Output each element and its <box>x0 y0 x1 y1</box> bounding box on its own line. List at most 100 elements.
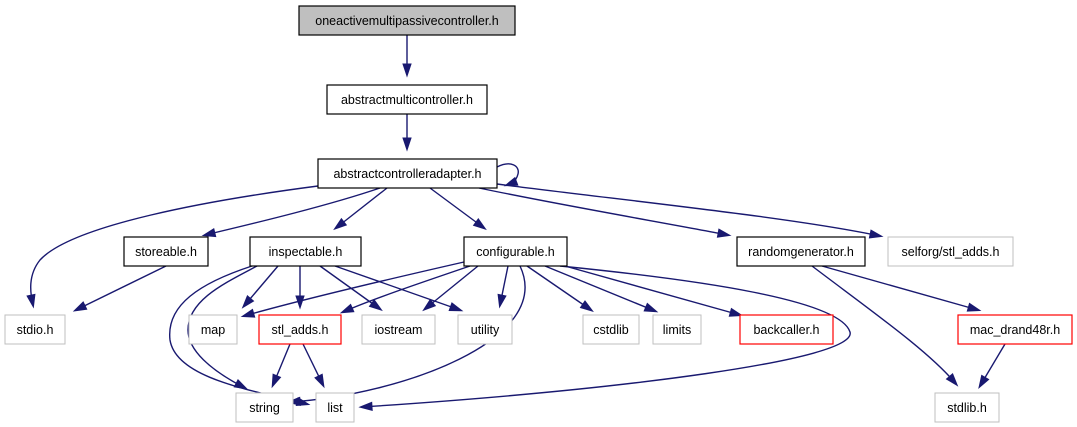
edge-line <box>544 265 656 312</box>
edge-line <box>187 265 258 389</box>
node-label: abstractcontrolleradapter.h <box>333 167 481 181</box>
edge-line <box>342 265 471 313</box>
node-label: inspectable.h <box>269 245 343 259</box>
edge-rand-to-stdlib <box>811 265 959 387</box>
edge-line <box>204 187 381 236</box>
edge-aca-to-stdio <box>26 185 319 309</box>
edge-line <box>429 187 485 229</box>
edge-line <box>526 265 592 311</box>
node-store[interactable]: storeable.h <box>123 236 209 267</box>
node-back[interactable]: backcaller.h <box>739 314 834 345</box>
arrow-head <box>579 300 594 312</box>
node-label: stdio.h <box>17 323 54 337</box>
edge-line <box>478 187 729 236</box>
edge-line <box>75 265 167 311</box>
arrow-head <box>422 298 437 312</box>
node-list: list <box>315 392 355 423</box>
arrow-head <box>241 294 255 309</box>
node-label: cstdlib <box>593 323 628 337</box>
node-box <box>739 314 834 345</box>
edge-conf-to-back <box>564 265 744 317</box>
edge-line <box>30 185 319 306</box>
edge-rand-to-mac <box>821 265 982 312</box>
arrow-head <box>716 228 732 238</box>
arrow-head <box>402 137 412 152</box>
node-label: map <box>201 323 225 337</box>
edge-conf-to-list <box>358 265 851 411</box>
edge-aca-to-rand <box>478 187 732 238</box>
arrow-head <box>472 217 487 231</box>
arrow-head <box>271 373 282 389</box>
node-box <box>887 236 1014 267</box>
edge-line <box>334 265 461 311</box>
node-aca[interactable]: abstractcontrolleradapter.h <box>317 158 498 189</box>
node-label: randomgenerator.h <box>748 245 854 259</box>
node-box <box>957 314 1073 345</box>
edge-insp-to-util <box>334 265 464 312</box>
arrow-head <box>448 302 464 312</box>
node-cstd: cstdlib <box>582 314 640 345</box>
node-box <box>249 236 362 267</box>
node-map: map <box>188 314 238 345</box>
node-stdio: stdio.h <box>4 314 66 345</box>
node-ios: iostream <box>361 314 436 345</box>
node-box <box>582 314 640 345</box>
node-rand[interactable]: randomgenerator.h <box>736 236 866 267</box>
node-lim: limits <box>652 314 702 345</box>
arrow-head <box>201 228 217 238</box>
node-box <box>934 392 1000 423</box>
edges-layer <box>26 35 1006 411</box>
node-label: list <box>327 401 343 415</box>
node-label: string <box>249 401 280 415</box>
edge-line <box>361 265 851 408</box>
node-label: stdlib.h <box>947 401 987 415</box>
node-label: limits <box>663 323 691 337</box>
arrow-head <box>868 229 884 239</box>
arrow-head <box>497 293 507 309</box>
edge-stl-to-list <box>302 343 325 389</box>
node-label: mac_drand48r.h <box>970 323 1060 337</box>
edge-conf-to-ios <box>422 265 479 312</box>
node-amc[interactable]: abstractmulticontroller.h <box>326 84 488 115</box>
edge-line <box>564 265 741 316</box>
arrow-head <box>402 63 412 78</box>
node-util: utility <box>457 314 513 345</box>
node-label: configurable.h <box>476 245 555 259</box>
edge-conf-to-map <box>240 261 465 318</box>
edge-aca-to-store <box>201 187 381 238</box>
node-label: backcaller.h <box>753 323 819 337</box>
node-root[interactable]: oneactivemultipassivecontroller.h <box>298 5 516 36</box>
node-box <box>123 236 209 267</box>
node-box <box>188 314 238 345</box>
arrow-head <box>26 293 36 309</box>
node-mac[interactable]: mac_drand48r.h <box>957 314 1073 345</box>
node-box <box>652 314 702 345</box>
arrow-head <box>72 301 88 312</box>
node-box <box>326 84 488 115</box>
node-conf[interactable]: configurable.h <box>463 236 568 267</box>
node-box <box>4 314 66 345</box>
edge-aca-to-conf <box>429 187 487 231</box>
arrow-head <box>286 396 301 406</box>
edge-store-to-stdio <box>72 265 167 312</box>
node-stl[interactable]: stl_adds.h <box>258 314 342 345</box>
node-box <box>258 314 342 345</box>
node-insp[interactable]: inspectable.h <box>249 236 362 267</box>
arrow-head <box>728 307 744 317</box>
node-label: selforg/stl_adds.h <box>902 245 1000 259</box>
node-label: storeable.h <box>135 245 197 259</box>
arrow-head <box>503 176 519 187</box>
node-box <box>235 392 294 423</box>
node-box <box>315 392 355 423</box>
edge-amc-to-aca <box>402 114 412 152</box>
edge-insp-to-map <box>241 265 279 309</box>
arrow-head <box>314 373 325 389</box>
node-box <box>317 158 498 189</box>
edge-aca-to-aca <box>496 163 519 187</box>
edge-line <box>424 265 479 310</box>
node-box <box>736 236 866 267</box>
arrow-head <box>978 374 990 390</box>
node-box <box>463 236 568 267</box>
node-label: oneactivemultipassivecontroller.h <box>315 14 498 28</box>
